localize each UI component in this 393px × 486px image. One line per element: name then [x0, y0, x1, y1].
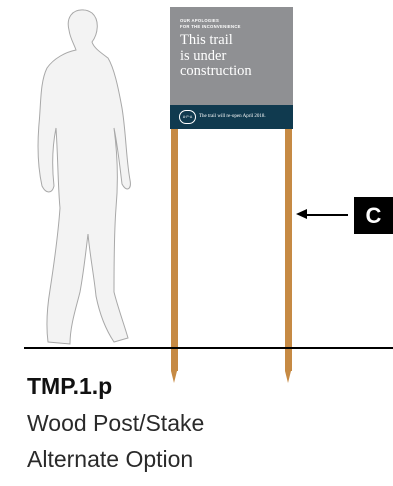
sign-apology-text: OUR APOLOGIES FOR THE INCONVENIENCE: [180, 18, 280, 29]
left-wood-post: [171, 129, 178, 371]
sign-footer-band: A·P·A The trail will re-open April 2018.: [170, 105, 293, 129]
callout-arrow-icon: [296, 209, 307, 219]
sign-title-line-3: construction: [180, 63, 252, 79]
sign-title: This trail is under construction: [180, 32, 290, 80]
caption-line-2: Alternate Option: [27, 446, 194, 472]
sign-logo-icon: A·P·A: [179, 110, 196, 124]
right-wood-post: [285, 129, 292, 371]
callout-label-box: C: [354, 197, 393, 234]
sign-title-line-2: is under: [180, 47, 227, 64]
left-post-stake-tip: [171, 371, 177, 383]
person-silhouette-icon: [37, 9, 131, 345]
caption-code: TMP.1.p: [27, 373, 113, 399]
ground-line: [24, 347, 393, 349]
sign-apology-line-2: FOR THE INCONVENIENCE: [180, 23, 241, 29]
sign-apology-line-1: OUR APOLOGIES: [180, 18, 220, 23]
caption-line-1: Wood Post/Stake: [27, 410, 205, 436]
construction-sign: OUR APOLOGIES FOR THE INCONVENIENCE This…: [170, 7, 293, 129]
callout-leader-line: [306, 214, 348, 216]
sign-title-line-1: This trail: [180, 32, 233, 48]
sign-reopen-text: The trail will re-open April 2018.: [199, 114, 266, 119]
right-post-stake-tip: [285, 371, 291, 383]
